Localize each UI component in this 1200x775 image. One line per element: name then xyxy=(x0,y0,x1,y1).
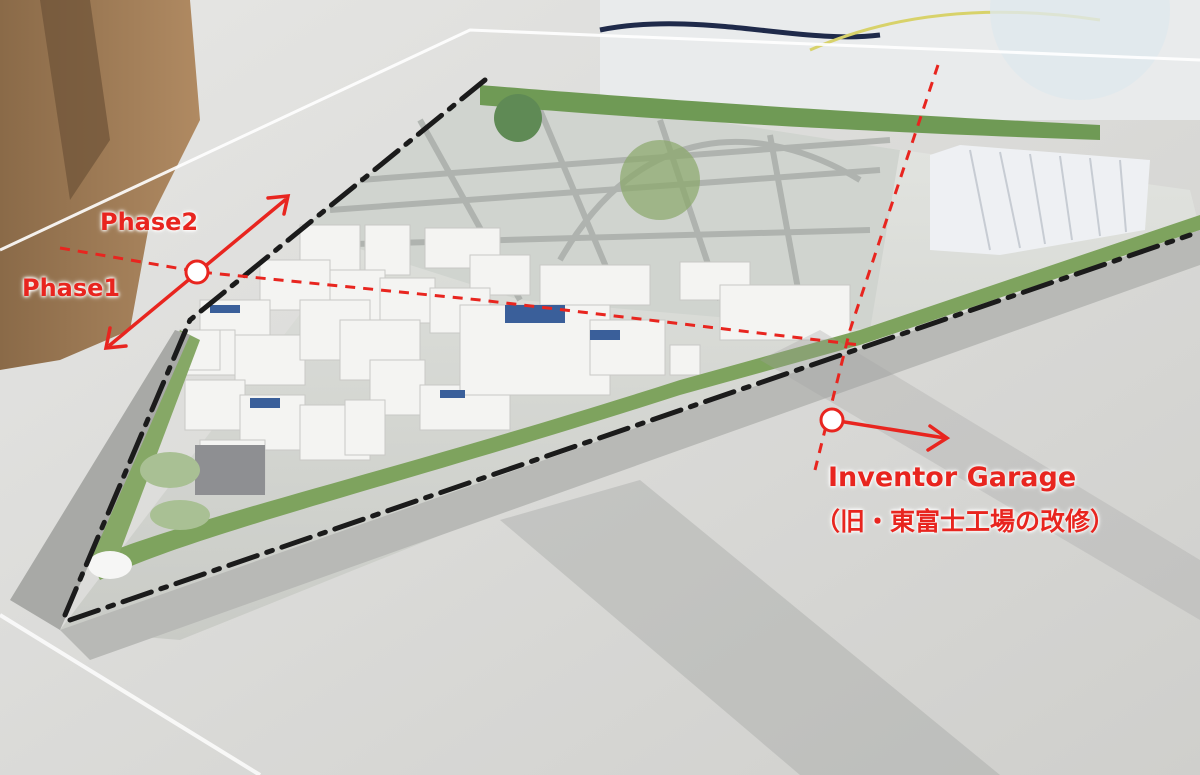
phase1-label: Phase1 xyxy=(22,274,121,302)
tree-cluster xyxy=(494,94,542,142)
phase-marker-circle xyxy=(184,259,210,285)
wall-graphic-circle xyxy=(990,0,1170,100)
phase-divider-line xyxy=(59,64,940,471)
wall-graphic-navy xyxy=(599,21,881,40)
shadow xyxy=(500,480,1000,775)
inventor-garage-label: Inventor Garage xyxy=(828,462,1077,493)
dome-structure xyxy=(88,551,132,579)
greenery-strip-front xyxy=(90,215,1200,580)
coat-fold xyxy=(40,0,110,200)
person-coat xyxy=(0,0,200,370)
grey-building xyxy=(195,445,265,495)
shadow xyxy=(760,330,1200,620)
acrylic-case-top-edge xyxy=(0,28,1200,252)
site-boundary-line xyxy=(62,77,1193,623)
tree-cluster xyxy=(620,140,700,220)
greenery-strip-left xyxy=(90,330,200,565)
garage-roof-lines xyxy=(969,149,1127,251)
tree-line-top xyxy=(480,85,1100,140)
front-road xyxy=(60,230,1200,660)
left-road xyxy=(10,330,190,630)
phase2-label: Phase2 xyxy=(100,208,199,236)
pond xyxy=(140,452,200,488)
inventor-garage-subtitle: （旧・東富士工場の改修） xyxy=(815,507,1116,536)
acrylic-case-front-edge xyxy=(0,613,262,775)
garage-marker-circle xyxy=(819,407,845,433)
pond xyxy=(150,500,210,530)
